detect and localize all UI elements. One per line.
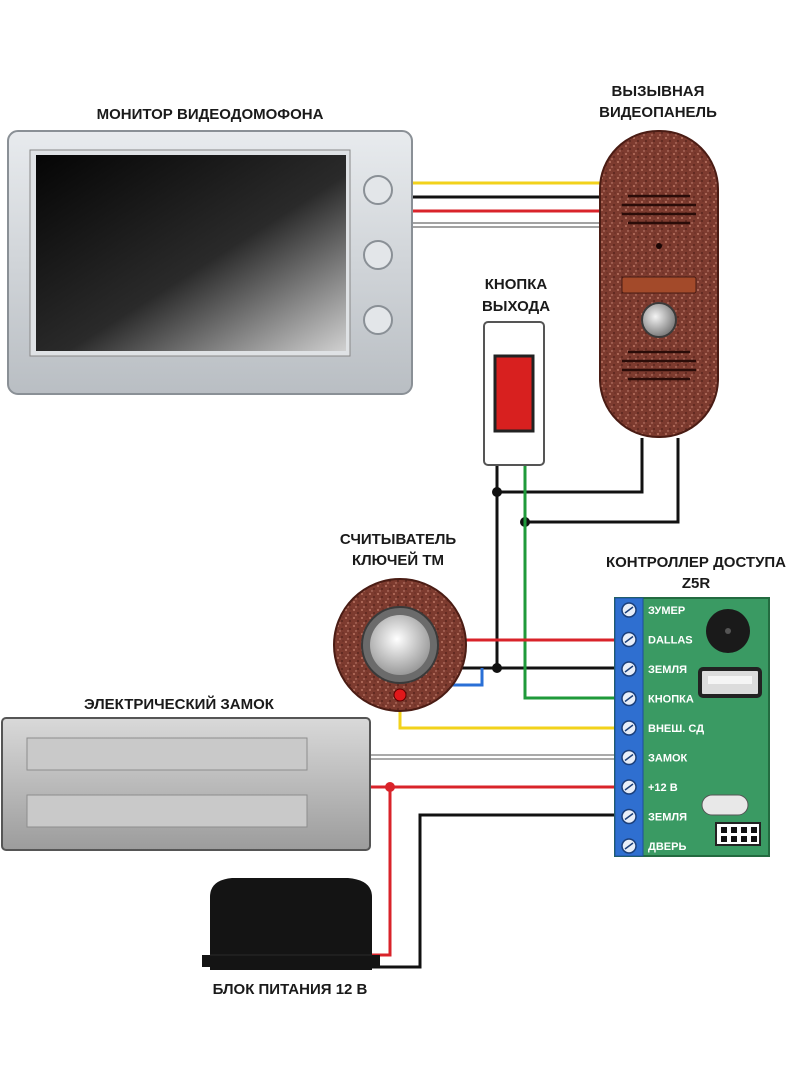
terminal-screw-slot <box>624 783 634 791</box>
exit-label-line2: ВЫХОДА <box>482 298 550 315</box>
exit-button-device <box>483 321 545 466</box>
terminal-label: КНОПКА <box>648 694 694 706</box>
controller-label-line2: Z5R <box>682 575 711 592</box>
monitor-screen <box>36 155 346 351</box>
terminal-screw-slot <box>624 635 634 644</box>
wire-reader-blue <box>440 668 484 687</box>
terminal-labels: ЗУМЕР DALLAS ЗЕМЛЯ КНОПКА ВНЕШ. СД ЗАМОК +12 В… <box>648 605 704 853</box>
panel-label-line1: ВЫЗЫВНАЯ <box>612 83 705 100</box>
panel-label-line2: ВИДЕОПАНЕЛЬ <box>599 104 717 121</box>
jumper-pins <box>721 827 757 842</box>
video-intercom-monitor <box>7 130 413 395</box>
terminal-screw-slot <box>624 606 634 614</box>
monitor-panel-cable <box>410 181 605 228</box>
terminal-label: ЗАМОК <box>648 753 688 765</box>
panel-speaker-grille-top <box>622 194 696 225</box>
tm-key-reader <box>333 578 467 712</box>
exit-label-line1: КНОПКА <box>485 276 548 293</box>
wire-panel-black-1 <box>497 438 644 494</box>
reader-label-line1: СЧИТЫВАТЕЛЬ <box>340 531 456 548</box>
wire-exit-green <box>523 465 625 700</box>
reader-led <box>393 688 407 702</box>
reader-label-line2: КЛЮЧЕЙ ТМ <box>352 551 444 569</box>
call-video-panel <box>599 130 719 438</box>
relay-highlight <box>708 676 752 684</box>
terminal-label: +12 В <box>648 782 678 794</box>
crystal <box>701 794 749 816</box>
psu-body <box>202 878 380 970</box>
panel-camera <box>641 302 677 338</box>
exit-button-key <box>493 354 535 433</box>
terminal-label: ЗУМЕР <box>648 605 685 617</box>
terminal-screw-slot <box>624 842 634 850</box>
terminal-label: ЗЕМЛЯ <box>648 812 687 824</box>
monitor-button-1 <box>363 175 393 205</box>
wire-panel-black-2 <box>525 438 680 524</box>
panel-speaker-grille-bottom <box>622 350 696 381</box>
wire-psu-red <box>372 787 392 957</box>
controller-label-line1: КОНТРОЛЛЕР ДОСТУПА <box>606 554 786 571</box>
terminal-screw-slot <box>624 812 634 821</box>
electric-lock <box>1 717 371 851</box>
monitor-label: МОНИТОР ВИДЕОДОМОФОНА <box>97 106 324 123</box>
terminal-screw-slot <box>624 724 634 732</box>
terminal-label: ДВЕРЬ <box>648 841 686 853</box>
terminal-label: ЗЕМЛЯ <box>648 664 687 676</box>
lock-label: ЭЛЕКТРИЧЕСКИЙ ЗАМОК <box>84 695 275 713</box>
lock-slot-top <box>26 737 308 771</box>
wire-psu-black <box>372 813 625 969</box>
panel-led <box>656 243 662 249</box>
terminal-screw-slot <box>624 694 634 703</box>
wire-reader-yellow <box>398 705 625 730</box>
monitor-button-3 <box>363 305 393 335</box>
monitor-button-2 <box>363 240 393 270</box>
terminal-label: ВНЕШ. СД <box>648 723 704 735</box>
psu-label: БЛОК ПИТАНИЯ 12 В <box>213 981 368 998</box>
buzzer-hole <box>725 628 731 634</box>
terminal-label: DALLAS <box>648 635 693 647</box>
terminal-screw-slot <box>624 665 634 673</box>
power-supply <box>202 878 380 970</box>
access-controller: ЗУМЕР DALLAS ЗЕМЛЯ КНОПКА ВНЕШ. СД ЗАМОК +12 В… <box>614 597 770 857</box>
wires <box>370 181 680 969</box>
panel-call-button <box>621 276 697 294</box>
terminal-screw-slot <box>624 753 634 762</box>
reader-contact <box>370 615 430 675</box>
lock-slot-bottom <box>26 794 308 828</box>
terminal-screws <box>621 602 637 854</box>
